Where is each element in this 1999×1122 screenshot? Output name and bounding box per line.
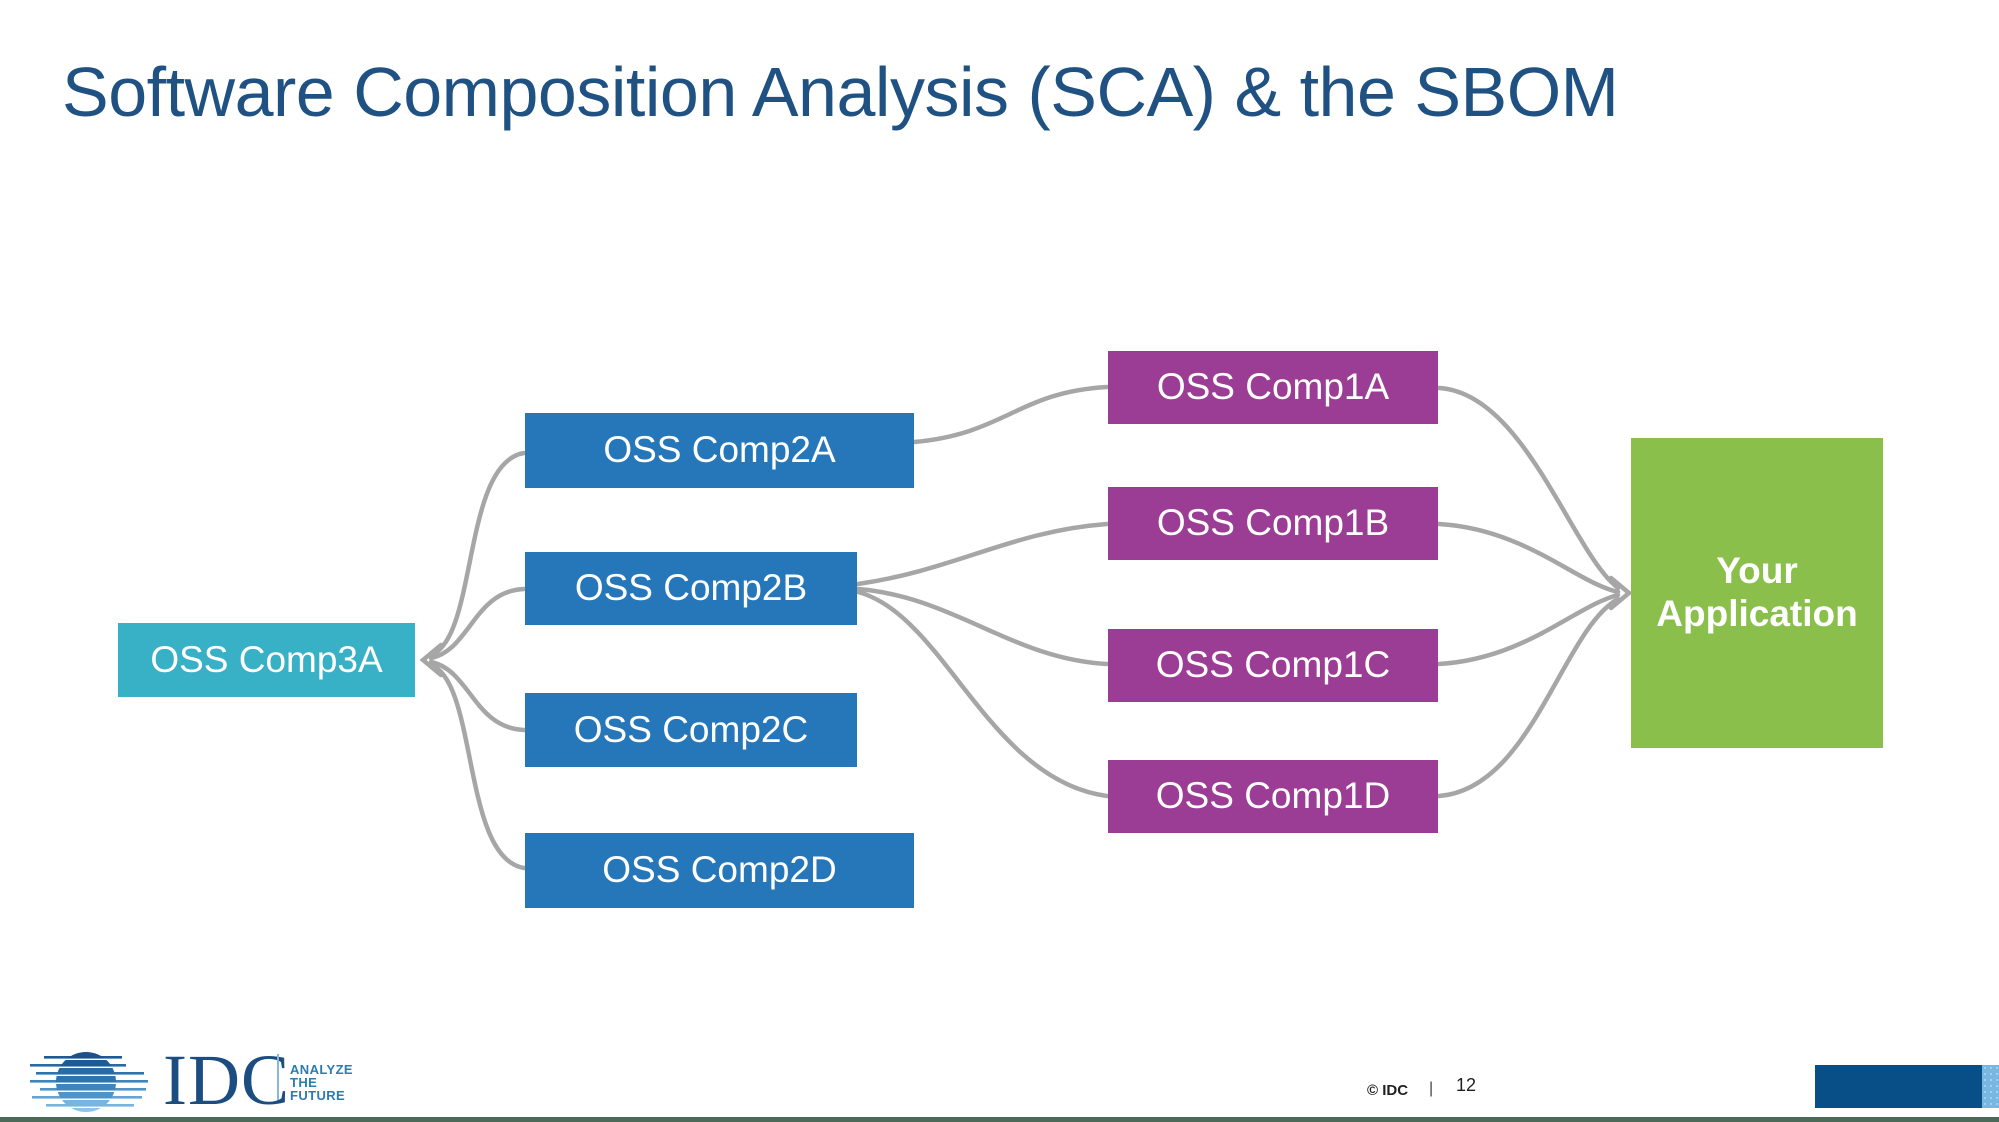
node-label: Your Application (1656, 550, 1858, 634)
tagline-line: THE (290, 1075, 318, 1090)
node-oss-comp1a: OSS Comp1A (1108, 351, 1438, 424)
node-label: OSS Comp1A (1156, 366, 1390, 408)
node-oss-comp2c: OSS Comp2C (525, 693, 857, 767)
page-title: Software Composition Analysis (SCA) & th… (62, 53, 1619, 131)
tagline-line: FUTURE (290, 1088, 346, 1103)
node-label: OSS Comp1C (1155, 644, 1391, 686)
node-label: OSS Comp1B (1156, 502, 1390, 544)
tagline-line: ANALYZE (290, 1062, 353, 1077)
page-number: 12 (1456, 1075, 1477, 1095)
node-label: OSS Comp1D (1155, 775, 1391, 817)
node-your-application: Your Application (1631, 438, 1883, 748)
node-label: OSS Comp2C (573, 708, 809, 750)
arrowhead-into-comp3a (419, 642, 444, 678)
arrowhead-into-app (1608, 575, 1633, 611)
node-label: OSS Comp2B (574, 567, 808, 609)
edge-comp1a-app (1436, 385, 1621, 591)
node-oss-comp1b: OSS Comp1B (1108, 487, 1438, 560)
footer-pipe: | (1429, 1080, 1434, 1097)
node-label: OSS Comp2D (602, 849, 837, 891)
node-label: OSS Comp3A (150, 638, 383, 680)
bottom-strip (0, 1117, 1999, 1122)
node-oss-comp2a: OSS Comp2A (525, 413, 914, 488)
node-oss-comp2d: OSS Comp2D (525, 833, 914, 908)
edge-comp1c-app (1436, 592, 1621, 667)
edge-comp2b-comp1c (855, 586, 1110, 667)
node-oss-comp3a: OSS Comp3A (118, 623, 415, 697)
edge-comp2b-comp1d (855, 589, 1110, 799)
node-oss-comp2b: OSS Comp2B (525, 552, 857, 625)
footer-accent-bar-cap (1982, 1065, 1999, 1108)
edge-comp1b-app (1436, 521, 1621, 595)
node-label: OSS Comp2A (603, 429, 836, 471)
edge-comp2a-comp3a (428, 450, 527, 658)
logo-divider (277, 1054, 279, 1100)
edge-comp2b-comp1b (855, 521, 1110, 587)
edge-comp2a-comp1a (911, 384, 1110, 445)
node-oss-comp1d: OSS Comp1D (1108, 760, 1438, 833)
node-oss-comp1c: OSS Comp1C (1108, 629, 1438, 702)
idc-logo-text: IDC (163, 1040, 290, 1120)
idc-tagline: ANALYZE THE FUTURE (290, 1063, 353, 1102)
edge-comp1d-app (1436, 596, 1621, 799)
footer-accent-bar (1815, 1065, 1982, 1108)
edge-comp2c-comp3a (428, 659, 527, 733)
footer-copyright: © IDC (1367, 1082, 1409, 1099)
edge-comp2b-comp3a (428, 586, 527, 661)
globe-icon (30, 1052, 148, 1112)
edge-comp2d-comp3a (428, 662, 527, 871)
